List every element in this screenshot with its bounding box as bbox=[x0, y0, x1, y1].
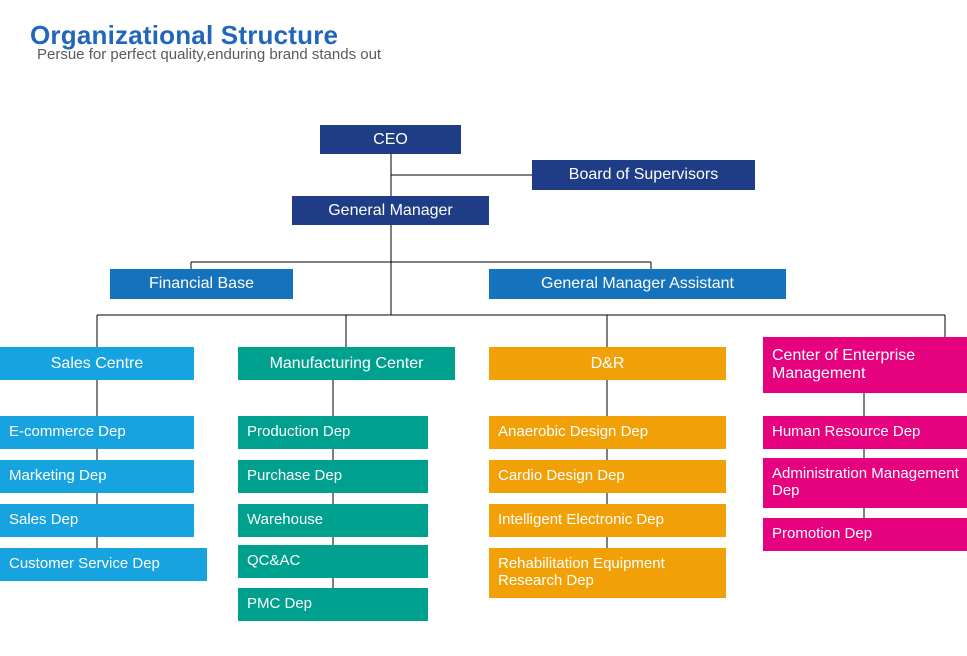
dept-anaerobic-design[interactable]: Anaerobic Design Dep bbox=[489, 416, 726, 449]
dept-production[interactable]: Production Dep bbox=[238, 416, 428, 449]
dept-qc-ac-label: QC&AC bbox=[247, 552, 301, 570]
column-head-sales-label: Sales Centre bbox=[50, 354, 144, 372]
dept-customer-service-label: Customer Service Dep bbox=[9, 555, 160, 573]
node-general-manager-assistant[interactable]: General Manager Assistant bbox=[489, 269, 786, 299]
dept-rehabilitation-equipment-research[interactable]: Rehabilitation Equipment Research Dep bbox=[489, 548, 726, 598]
dept-rehabilitation-equipment-research-label: Rehabilitation Equipment Research Dep bbox=[498, 555, 665, 589]
dept-human-resource-label: Human Resource Dep bbox=[772, 423, 921, 441]
dept-e-commerce[interactable]: E-commerce Dep bbox=[0, 416, 194, 449]
dept-warehouse[interactable]: Warehouse bbox=[238, 504, 428, 537]
dept-cardio-design[interactable]: Cardio Design Dep bbox=[489, 460, 726, 493]
node-board-of-supervisors-label: Board of Supervisors bbox=[568, 166, 719, 184]
column-head-manufacturing-label: Manufacturing Center bbox=[269, 354, 424, 372]
column-head-manufacturing[interactable]: Manufacturing Center bbox=[238, 347, 455, 380]
node-financial-base[interactable]: Financial Base bbox=[110, 269, 293, 299]
dept-anaerobic-design-label: Anaerobic Design Dep bbox=[498, 423, 649, 441]
dept-marketing[interactable]: Marketing Dep bbox=[0, 460, 194, 493]
dept-customer-service[interactable]: Customer Service Dep bbox=[0, 548, 207, 581]
node-board-of-supervisors[interactable]: Board of Supervisors bbox=[532, 160, 755, 190]
dept-intelligent-electronic[interactable]: Intelligent Electronic Dep bbox=[489, 504, 726, 537]
dept-pmc-label: PMC Dep bbox=[247, 595, 313, 613]
node-ceo-label: CEO bbox=[373, 130, 408, 148]
dept-warehouse-label: Warehouse bbox=[247, 511, 324, 529]
column-head-enterprise[interactable]: Center of Enterprise Management bbox=[763, 337, 967, 393]
dept-marketing-label: Marketing Dep bbox=[9, 467, 107, 485]
node-financial-base-label: Financial Base bbox=[149, 275, 254, 293]
page-subtitle: Persue for perfect quality,enduring bran… bbox=[37, 46, 382, 63]
dept-sales-label: Sales Dep bbox=[9, 511, 79, 529]
dept-administration-management[interactable]: Administration Management Dep bbox=[763, 458, 967, 508]
dept-sales[interactable]: Sales Dep bbox=[0, 504, 194, 537]
dept-qc-ac[interactable]: QC&AC bbox=[238, 545, 428, 578]
dept-administration-management-label: Administration Management Dep bbox=[772, 465, 959, 499]
dept-e-commerce-label: E-commerce Dep bbox=[9, 423, 126, 441]
column-head-enterprise-label: Center of Enterprise Management bbox=[772, 347, 916, 382]
dept-promotion[interactable]: Promotion Dep bbox=[763, 518, 967, 551]
dept-pmc[interactable]: PMC Dep bbox=[238, 588, 428, 621]
node-general-manager-label: General Manager bbox=[328, 201, 453, 219]
dept-purchase-label: Purchase Dep bbox=[247, 467, 343, 485]
dept-cardio-design-label: Cardio Design Dep bbox=[498, 467, 625, 485]
column-head-sales[interactable]: Sales Centre bbox=[0, 347, 194, 380]
dept-promotion-label: Promotion Dep bbox=[772, 525, 873, 543]
node-ceo[interactable]: CEO bbox=[320, 125, 461, 154]
page-title: Organizational Structure bbox=[30, 20, 339, 51]
column-head-research-label: D&R bbox=[590, 354, 625, 372]
column-head-research[interactable]: D&R bbox=[489, 347, 726, 380]
dept-intelligent-electronic-label: Intelligent Electronic Dep bbox=[498, 511, 664, 529]
dept-human-resource[interactable]: Human Resource Dep bbox=[763, 416, 967, 449]
node-general-manager-assistant-label: General Manager Assistant bbox=[541, 275, 734, 293]
node-general-manager[interactable]: General Manager bbox=[292, 196, 489, 225]
dept-production-label: Production Dep bbox=[247, 423, 351, 441]
dept-purchase[interactable]: Purchase Dep bbox=[238, 460, 428, 493]
